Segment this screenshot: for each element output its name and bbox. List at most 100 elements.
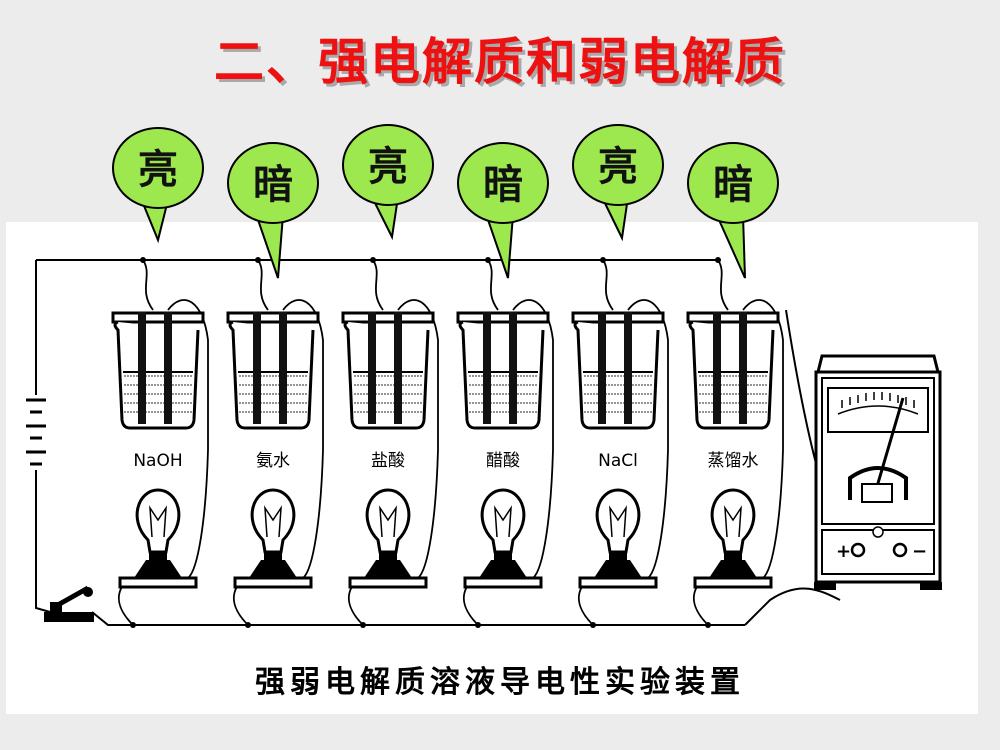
beaker-icon xyxy=(343,320,430,430)
electrode xyxy=(624,312,632,424)
lead-wire xyxy=(167,299,209,579)
lamp-stand xyxy=(479,560,527,578)
state-bubble: 亮 xyxy=(572,124,664,242)
bubble-body xyxy=(227,142,319,224)
bubble-body xyxy=(112,127,204,209)
bubble-body xyxy=(342,124,434,206)
lamp-base xyxy=(233,576,313,589)
lamp-base xyxy=(348,576,428,589)
state-bubble: 亮 xyxy=(112,127,204,244)
lead-wire xyxy=(717,259,729,311)
lamp-socket xyxy=(724,552,742,560)
bubble-label: 暗 xyxy=(713,162,753,208)
lead-wire xyxy=(463,584,479,626)
beaker-lid xyxy=(571,311,665,324)
electrode xyxy=(279,312,287,424)
lead-wire xyxy=(578,584,594,626)
lamp-stand xyxy=(594,560,642,578)
solution-label: 蒸馏水 xyxy=(708,451,759,471)
lead-wire xyxy=(257,259,269,311)
lamp-stand xyxy=(709,560,757,578)
galvanometer-icon xyxy=(814,354,942,590)
lamp-filament xyxy=(494,505,512,538)
lamp-socket xyxy=(379,552,397,560)
bubble-label: 亮 xyxy=(368,144,408,190)
bubble-seam xyxy=(488,210,512,218)
lead-wire xyxy=(397,299,439,579)
state-bubble: 暗 xyxy=(687,142,779,279)
beaker-icon xyxy=(688,320,775,430)
bubble-body xyxy=(457,142,549,224)
lamp-filament xyxy=(264,505,282,538)
lead-wire xyxy=(693,584,709,626)
page-title: 二、强电解质和弱电解质 xyxy=(214,33,786,91)
electrode xyxy=(509,312,517,424)
bubble-body xyxy=(687,142,779,224)
beaker-lid xyxy=(456,311,550,324)
solution-label: NaCl xyxy=(598,451,638,471)
state-bubble: 暗 xyxy=(457,142,549,279)
lamp-socket xyxy=(149,552,167,560)
electrode xyxy=(598,312,606,424)
lamp-base xyxy=(463,576,543,589)
lamp-stand xyxy=(364,560,412,578)
beaker-lid xyxy=(111,311,205,324)
bubble-label: 暗 xyxy=(483,162,523,208)
electrode xyxy=(713,312,721,424)
switch-icon xyxy=(44,585,94,622)
meter-plus-label: + xyxy=(836,541,851,562)
lamp-filament xyxy=(149,505,167,538)
electrode xyxy=(368,312,376,424)
meter-minus-label: − xyxy=(912,541,927,562)
electrode xyxy=(739,312,747,424)
diagram-caption: 强弱电解质溶液导电性实验装置 xyxy=(255,665,745,700)
electrode xyxy=(253,312,261,424)
lead-wire xyxy=(142,259,154,311)
lamp-filament xyxy=(379,505,397,538)
bubble-label: 亮 xyxy=(138,147,178,193)
beaker-icon xyxy=(228,320,315,430)
beaker-icon xyxy=(458,320,545,430)
electrode xyxy=(483,312,491,424)
electrode xyxy=(394,312,402,424)
lamp-stand xyxy=(249,560,297,578)
beaker-lid xyxy=(341,311,435,324)
electrode xyxy=(138,312,146,424)
bubble-seam xyxy=(718,210,742,218)
bubble-seam xyxy=(373,192,397,200)
state-bubble: 亮 xyxy=(342,124,434,241)
bubble-seam xyxy=(258,210,282,218)
bubble-label: 亮 xyxy=(598,144,638,190)
lead-wire xyxy=(372,259,384,311)
lead-wire xyxy=(602,259,614,311)
lamp-socket xyxy=(609,552,627,560)
lead-wire xyxy=(512,299,554,579)
beaker-lid xyxy=(226,311,320,324)
lamp-filament xyxy=(724,505,742,538)
lamp-base xyxy=(578,576,658,589)
lead-wire xyxy=(282,299,324,579)
bubble-body xyxy=(572,124,664,206)
beaker-icon xyxy=(113,320,200,430)
test-unit: 醋酸暗 xyxy=(456,142,554,628)
lead-wire xyxy=(233,584,249,626)
lamp-socket xyxy=(264,552,282,560)
bubble-seam xyxy=(143,195,167,203)
beaker-lid xyxy=(686,311,780,324)
battery-icon xyxy=(26,398,46,466)
lamp-socket xyxy=(494,552,512,560)
lead-wire xyxy=(627,299,669,579)
lamp-filament xyxy=(609,505,627,538)
test-unit: NaCl 亮 xyxy=(571,124,669,628)
bubble-seam xyxy=(603,192,627,200)
lead-wire xyxy=(348,584,364,626)
solution-label: 氨水 xyxy=(256,451,290,471)
lead-wire xyxy=(487,259,499,311)
solution-label: 盐酸 xyxy=(371,451,405,471)
solution-label: 醋酸 xyxy=(486,451,520,471)
state-bubble: 暗 xyxy=(227,142,319,279)
